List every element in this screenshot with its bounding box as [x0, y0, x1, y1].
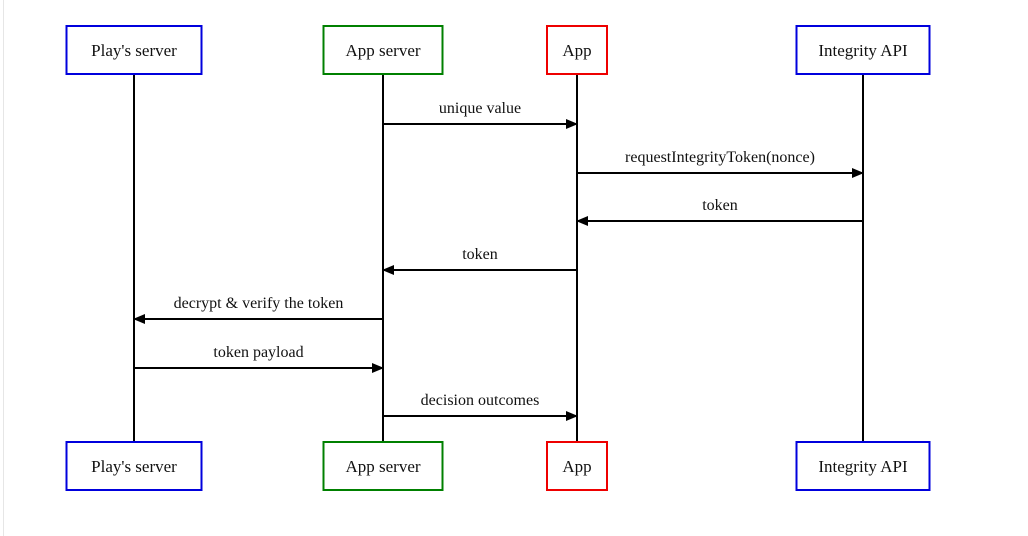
message-label: decision outcomes	[421, 392, 540, 409]
participant-appserver-bottom: App server	[322, 441, 444, 491]
participant-box	[65, 441, 203, 491]
message-label: unique value	[439, 100, 521, 117]
diagram-frame	[3, 0, 1027, 536]
message-token: token	[576, 197, 863, 226]
participant-box	[795, 25, 931, 75]
participant-label: App server	[345, 41, 420, 60]
participant-box	[795, 441, 931, 491]
participant-label: App	[562, 41, 591, 60]
participant-app-top: App	[546, 25, 608, 75]
message-token-payload: token payload	[134, 344, 384, 373]
message-label: requestIntegrityToken(nonce)	[625, 149, 815, 166]
participant-box	[546, 25, 608, 75]
message-unique-value: unique value	[383, 100, 578, 129]
participant-app-bottom: App	[546, 441, 608, 491]
message-decision-outcomes: decision outcomes	[383, 392, 578, 421]
participant-label: Play's server	[91, 41, 177, 60]
message-label: token	[702, 197, 738, 214]
participant-label: Play's server	[91, 457, 177, 476]
message-label: token payload	[213, 344, 303, 361]
participant-play-bottom: Play's server	[65, 441, 203, 491]
message-requestintegritytoken-nonce: requestIntegrityToken(nonce)	[577, 149, 864, 178]
participant-play-top: Play's server	[65, 25, 203, 75]
message-label: token	[462, 246, 498, 263]
participant-label: App	[562, 457, 591, 476]
participant-box	[322, 25, 444, 75]
participant-label: Integrity API	[818, 41, 908, 60]
participant-label: App server	[345, 457, 420, 476]
message-decrypt-verify-the-token: decrypt & verify the token	[133, 295, 383, 324]
message-token: token	[382, 246, 577, 275]
participant-integrity-top: Integrity API	[795, 25, 931, 75]
message-label: decrypt & verify the token	[174, 295, 344, 312]
participant-box	[322, 441, 444, 491]
participant-appserver-top: App server	[322, 25, 444, 75]
participant-integrity-bottom: Integrity API	[795, 441, 931, 491]
participant-label: Integrity API	[818, 457, 908, 476]
participant-box	[65, 25, 203, 75]
participant-box	[546, 441, 608, 491]
